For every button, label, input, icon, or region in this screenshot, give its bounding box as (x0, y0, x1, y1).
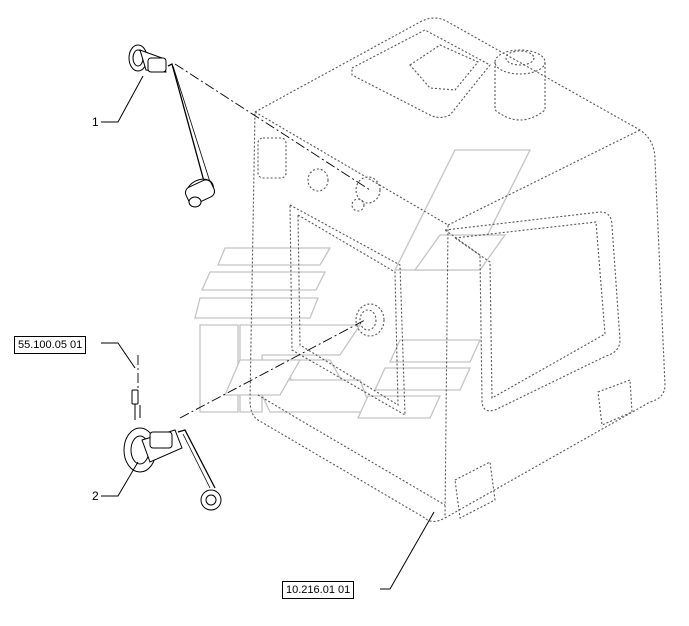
fuel-tank (249, 17, 666, 523)
assembly-lines (137, 63, 371, 419)
callout-leaders (101, 75, 435, 590)
fuel-sender-lower (123, 389, 222, 511)
fuel-sender-upper (128, 44, 216, 208)
watermark-logo (194, 149, 532, 419)
callout-item-2: 2 (92, 489, 99, 503)
callout-item-1: 1 (92, 115, 99, 129)
reference-box-upper[interactable]: 55.100.05 01 (14, 336, 87, 354)
reference-box-lower[interactable]: 10.216.01 01 (282, 581, 355, 599)
